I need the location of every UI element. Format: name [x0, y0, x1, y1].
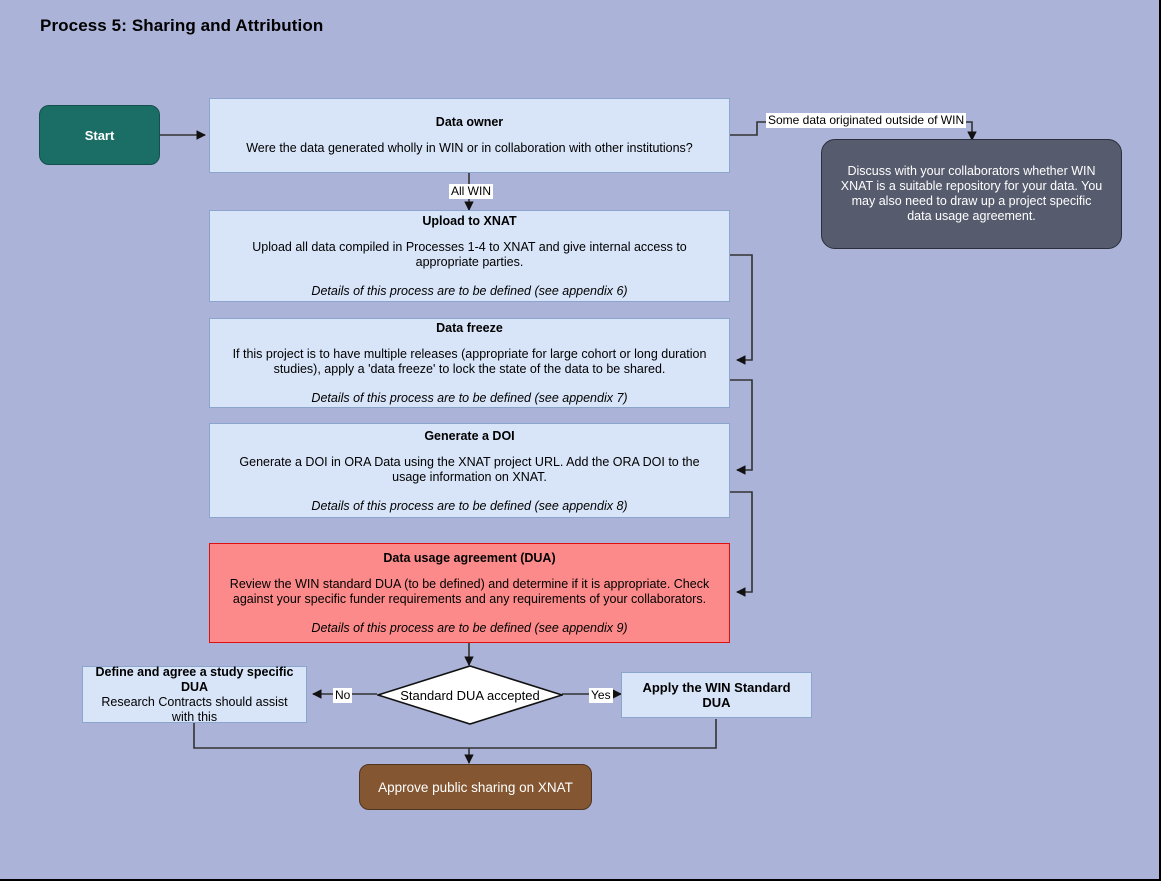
edge-label-yes: Yes	[589, 688, 613, 703]
edge-label-outside-win: Some data originated outside of WIN	[766, 113, 967, 128]
node-data-freeze-body: If this project is to have multiple rele…	[232, 347, 707, 376]
page-title: Process 5: Sharing and Attribution	[40, 16, 324, 35]
node-start[interactable]: Start	[39, 105, 160, 165]
edge-freeze-to-doi	[730, 379, 753, 475]
node-approve-label: Approve public sharing on XNAT	[378, 779, 573, 795]
node-upload-xnat-body: Upload all data compiled in Processes 1-…	[252, 240, 687, 269]
node-upload-xnat-note: Details of this process are to be define…	[311, 284, 628, 298]
edge-study-dua-to-merge	[193, 723, 469, 749]
node-dua-note: Details of this process are to be define…	[311, 621, 628, 635]
edge-label-all-win: All WIN	[449, 184, 493, 199]
node-approve[interactable]: Approve public sharing on XNAT	[359, 764, 592, 810]
node-data-owner-header: Data owner	[435, 115, 504, 129]
node-data-freeze-header: Data freeze	[436, 321, 503, 335]
node-study-specific-dua-sub: Research Contracts should assist with th…	[101, 694, 288, 724]
node-data-owner-body: Were the data generated wholly in WIN or…	[246, 141, 693, 155]
node-generate-doi[interactable]: Generate a DOI Generate a DOI in ORA Dat…	[209, 423, 730, 518]
node-data-owner[interactable]: Data owner Were the data generated wholl…	[209, 98, 730, 173]
node-outside-win-note[interactable]: Discuss with your collaborators whether …	[821, 139, 1122, 249]
node-dua[interactable]: Data usage agreement (DUA) Review the WI…	[209, 543, 730, 643]
node-apply-standard-dua[interactable]: Apply the WIN Standard DUA	[621, 672, 812, 718]
node-generate-doi-header: Generate a DOI	[424, 428, 515, 443]
node-upload-xnat-header: Upload to XNAT	[422, 214, 517, 228]
node-generate-doi-body: Generate a DOI in ORA Data using the XNA…	[239, 454, 700, 484]
node-generate-doi-note: Details of this process are to be define…	[311, 498, 628, 513]
node-study-specific-dua[interactable]: Define and agree a study specific DUA Re…	[82, 664, 307, 724]
node-start-label: Start	[84, 127, 115, 143]
node-dua-header: Data usage agreement (DUA)	[383, 551, 556, 565]
edge-upload-to-freeze	[730, 254, 753, 365]
node-outside-win-note-body: Discuss with your collaborators whether …	[840, 164, 1103, 223]
node-apply-standard-dua-label: Apply the WIN Standard DUA	[642, 680, 791, 710]
edge-doi-to-dua	[730, 491, 753, 597]
edge-label-no: No	[333, 688, 353, 703]
node-decision[interactable]: Standard DUA accepted	[377, 665, 563, 725]
node-dua-body: Review the WIN standard DUA (to be defin…	[229, 577, 710, 606]
node-data-freeze[interactable]: Data freeze If this project is to have m…	[209, 318, 730, 408]
node-upload-xnat[interactable]: Upload to XNAT Upload all data compiled …	[209, 210, 730, 302]
node-study-specific-dua-header: Define and agree a study specific DUA	[95, 664, 294, 694]
node-data-freeze-note: Details of this process are to be define…	[311, 391, 628, 405]
